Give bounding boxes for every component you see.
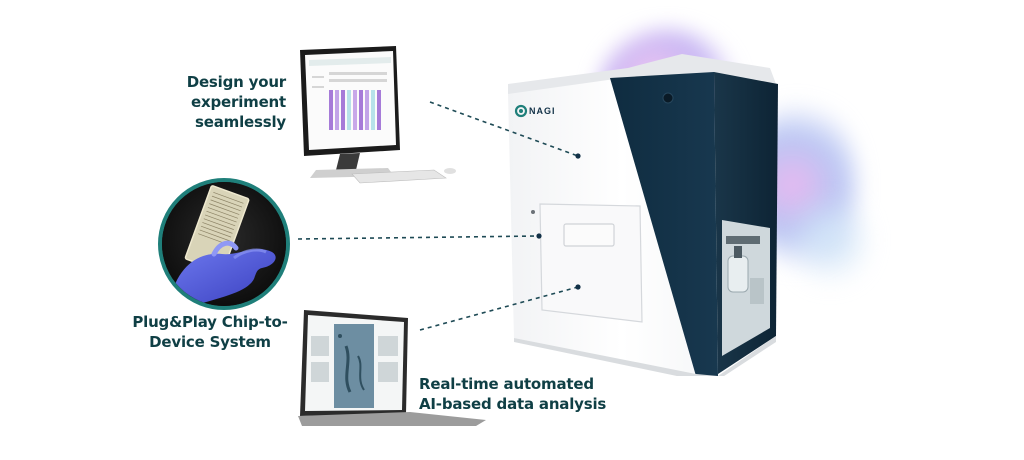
software-plate-grid [329, 90, 381, 130]
nagi-logo [514, 104, 528, 118]
callout-line: Design your [186, 73, 286, 91]
callout-line: AI-based data analysis [419, 395, 607, 413]
leader-line-ai [419, 286, 579, 331]
callout-line: Real-time automated [419, 375, 594, 393]
leader-dot-ai [575, 284, 581, 290]
callout-line: experiment [191, 93, 286, 111]
desktop-monitor [300, 46, 456, 184]
callout-design-experiment: Design your experiment seamlessly [176, 72, 286, 132]
nagi-device: NAGI [508, 54, 778, 376]
leader-dot-design [575, 153, 581, 159]
brand-wordmark: NAGI [529, 106, 556, 116]
glow-blob-lower [790, 190, 870, 290]
leader-line-design [429, 101, 579, 157]
leader-line-plug [297, 235, 538, 240]
laptop [298, 310, 486, 426]
callout-line: Device System [149, 333, 271, 351]
reagent-bottles [726, 236, 764, 304]
gloved-hand-with-chip-image [162, 182, 286, 306]
callout-plug-and-play: Plug&Play Chip-to- Device System [130, 312, 290, 352]
chip-photo [158, 178, 290, 310]
callout-ai-analysis: Real-time automated AI-based data analys… [419, 374, 619, 414]
callout-line: seamlessly [195, 113, 286, 131]
callout-line: Plug&Play Chip-to- [132, 313, 288, 331]
leader-dot-plug [536, 233, 542, 239]
